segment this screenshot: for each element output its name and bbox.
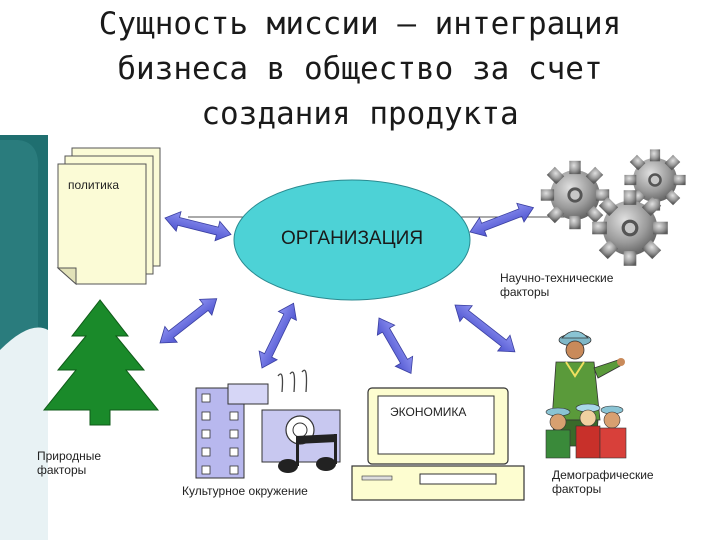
tech-factors-line1: Научно-технические	[500, 271, 614, 285]
arrow-culture	[258, 302, 297, 369]
arrow-economy	[376, 317, 414, 375]
tech-factors-label: Научно-технические факторы	[500, 271, 613, 299]
policy-documents-icon	[56, 147, 161, 286]
computer-icon	[351, 387, 525, 501]
demographic-factors-label: Демографические факторы	[552, 468, 654, 496]
natural-factors-line2: факторы	[37, 463, 87, 477]
natural-factors-line1: Природные	[37, 449, 102, 463]
title-line-2: бизнеса в общество за счет	[117, 51, 603, 87]
title-line-1: Сущность миссии – интеграция	[98, 6, 622, 42]
side-panel-decoration	[0, 135, 48, 540]
pine-tree-icon	[42, 299, 160, 426]
demographic-factors-line2: факторы	[552, 482, 602, 496]
arrow-demography	[454, 304, 516, 353]
arrow-policy	[164, 211, 232, 242]
arrow-tech	[469, 202, 535, 237]
title-line-3: создания продукта	[201, 96, 519, 132]
economy-label: ЭКОНОМИКА	[390, 405, 467, 419]
organization-label: ОРГАНИЗАЦИЯ	[280, 228, 424, 249]
demographic-factors-line1: Демографические	[552, 468, 654, 482]
people-group-icon	[545, 330, 627, 459]
culture-icon	[195, 369, 341, 479]
slide-title: Сущность миссии – интеграция бизнеса в о…	[0, 2, 720, 137]
organization-ellipse	[233, 179, 471, 301]
arrows	[159, 202, 535, 375]
tech-factors-line2: факторы	[500, 285, 550, 299]
culture-label: Культурное окружение	[182, 484, 308, 498]
natural-factors-label: Природные факторы	[37, 449, 101, 477]
arrow-nature	[159, 298, 218, 344]
policy-label: политика	[68, 178, 119, 192]
gears-icon	[540, 149, 686, 266]
